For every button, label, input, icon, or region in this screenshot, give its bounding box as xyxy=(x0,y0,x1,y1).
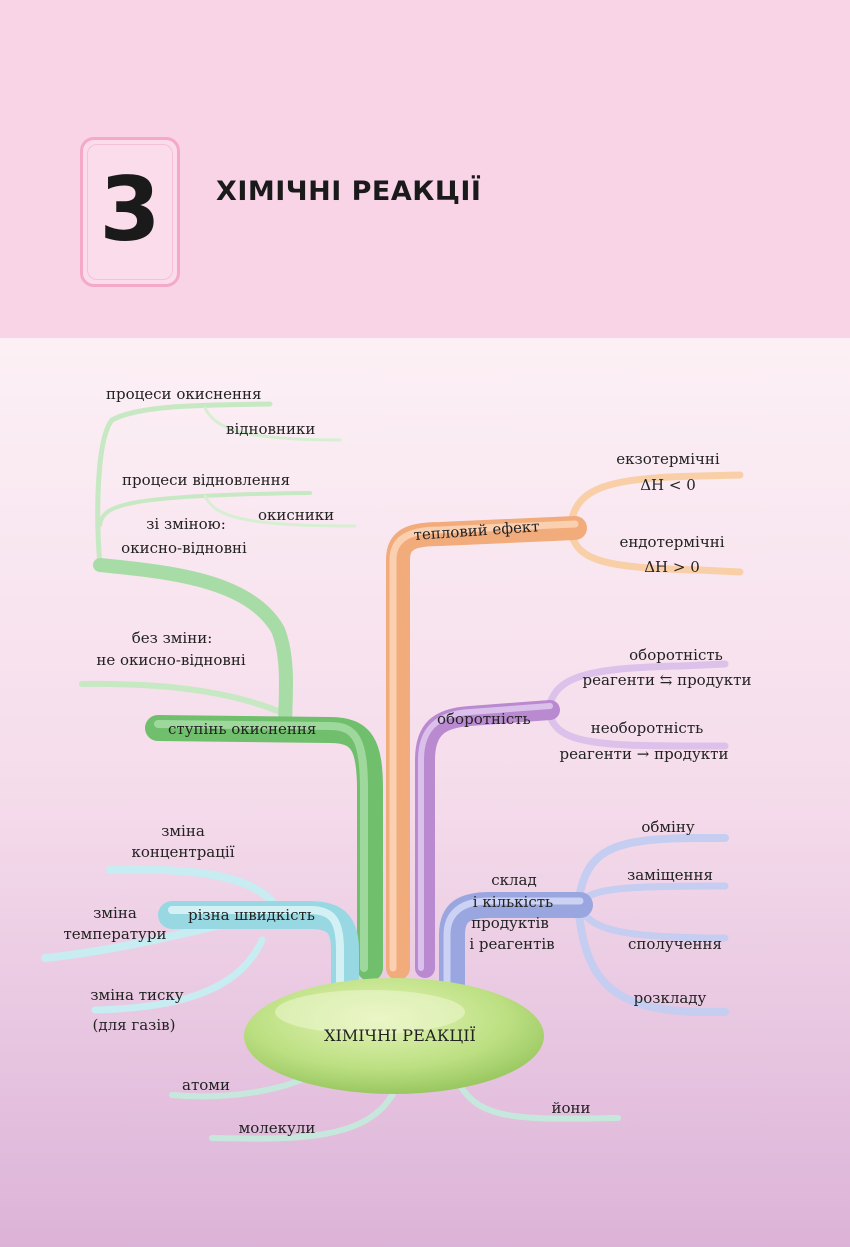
label-reversible: оборотність xyxy=(629,646,723,664)
label-decomposition: розкладу xyxy=(634,989,707,1007)
label-reduction-processes: процеси відновлення xyxy=(122,471,290,489)
label-irreversible: необоротність xyxy=(591,719,704,737)
label-exothermic: екзотермічні xyxy=(616,450,720,468)
label-atoms: атоми xyxy=(182,1076,230,1094)
chapter-header: 3 ХІМІЧНІ РЕАКЦІЇ xyxy=(0,0,850,338)
twig-oxidizers xyxy=(203,494,357,528)
reversibility-branch xyxy=(415,660,729,978)
center-node-shine xyxy=(275,990,465,1034)
branch-reversibility-main xyxy=(415,700,560,978)
branch-rate-highlight xyxy=(168,906,344,1000)
mind-map: ХІМІЧНІ РЕАКЦІЇ процеси окиснення віднов… xyxy=(0,338,850,1247)
branch-exothermic xyxy=(566,471,744,532)
branch-reversible xyxy=(544,660,729,714)
twig-exchange xyxy=(574,834,729,909)
rate-branch xyxy=(41,865,359,1014)
label-composition-1: склад xyxy=(491,871,536,889)
thermal-branch xyxy=(386,471,744,980)
label-endothermic: ендотермічні xyxy=(619,533,724,551)
label-oxidation-processes: процеси окиснення xyxy=(106,385,261,403)
label-without-change-1: без зміни: xyxy=(132,629,213,647)
branch-thermal-main xyxy=(386,516,587,980)
label-with-change-2: окисно-відновні xyxy=(121,539,247,557)
twig-oxidation-processes xyxy=(95,401,273,568)
twig-decomposition xyxy=(574,901,729,1016)
oxidation-branch xyxy=(79,401,383,981)
label-molecules: молекули xyxy=(239,1119,316,1137)
twig-molecules xyxy=(209,1087,398,1142)
composition-branch xyxy=(439,834,729,1016)
label-oxidation-state: ступінь окиснення xyxy=(168,720,316,738)
label-irreversible-scheme: реагенти → продукти xyxy=(560,745,729,763)
label-composition-3: продуктів xyxy=(471,914,549,932)
label-concentration-1: зміна xyxy=(161,822,205,840)
label-composition-2: і кількість xyxy=(473,893,553,911)
chapter-number: 3 xyxy=(99,158,161,261)
label-pressure-2: (для газів) xyxy=(93,1016,176,1034)
label-temperature-1: зміна xyxy=(93,904,137,922)
label-oxidizers: окисники xyxy=(258,506,334,524)
label-ions: йони xyxy=(551,1099,590,1117)
label-reversible-scheme: реагенти ⇆ продукти xyxy=(583,671,752,689)
branch-thermal-highlight xyxy=(389,520,579,972)
twig-ions xyxy=(457,1082,621,1122)
twig-without-change xyxy=(79,680,288,717)
twig-pressure xyxy=(91,936,266,1014)
label-without-change-2: не окисно-відновні xyxy=(96,651,245,669)
branch-composition-highlight xyxy=(443,897,584,1000)
label-temperature-2: температури xyxy=(64,925,167,943)
center-label: ХІМІЧНІ РЕАКЦІЇ xyxy=(324,1025,476,1045)
twig-concentration xyxy=(106,865,279,909)
label-reversibility: оборотність xyxy=(437,710,531,728)
label-with-change-1: зі зміною: xyxy=(146,515,226,533)
chapter-title: ХІМІЧНІ РЕАКЦІЇ xyxy=(216,176,482,207)
branch-with-change xyxy=(93,558,294,735)
label-substitution: заміщення xyxy=(627,866,713,884)
label-rate: різна швидкість xyxy=(188,906,315,924)
label-pressure-1: зміна тиску xyxy=(90,986,183,1004)
twig-reduction-processes xyxy=(98,491,312,527)
twig-reducers xyxy=(203,406,342,442)
label-exothermic-formula: ΔH < 0 xyxy=(640,476,696,494)
label-exchange: обміну xyxy=(641,818,695,836)
label-composition-4: і реагентів xyxy=(469,935,554,953)
label-combination: сполучення xyxy=(628,935,722,953)
label-reducers: відновники xyxy=(226,420,315,438)
label-concentration-2: концентрації xyxy=(131,843,234,861)
branch-reversibility-highlight xyxy=(418,703,553,971)
label-endothermic-formula: ΔH > 0 xyxy=(644,558,700,576)
chapter-number-box: 3 xyxy=(80,137,180,287)
branch-oxidation-highlight xyxy=(154,720,368,972)
